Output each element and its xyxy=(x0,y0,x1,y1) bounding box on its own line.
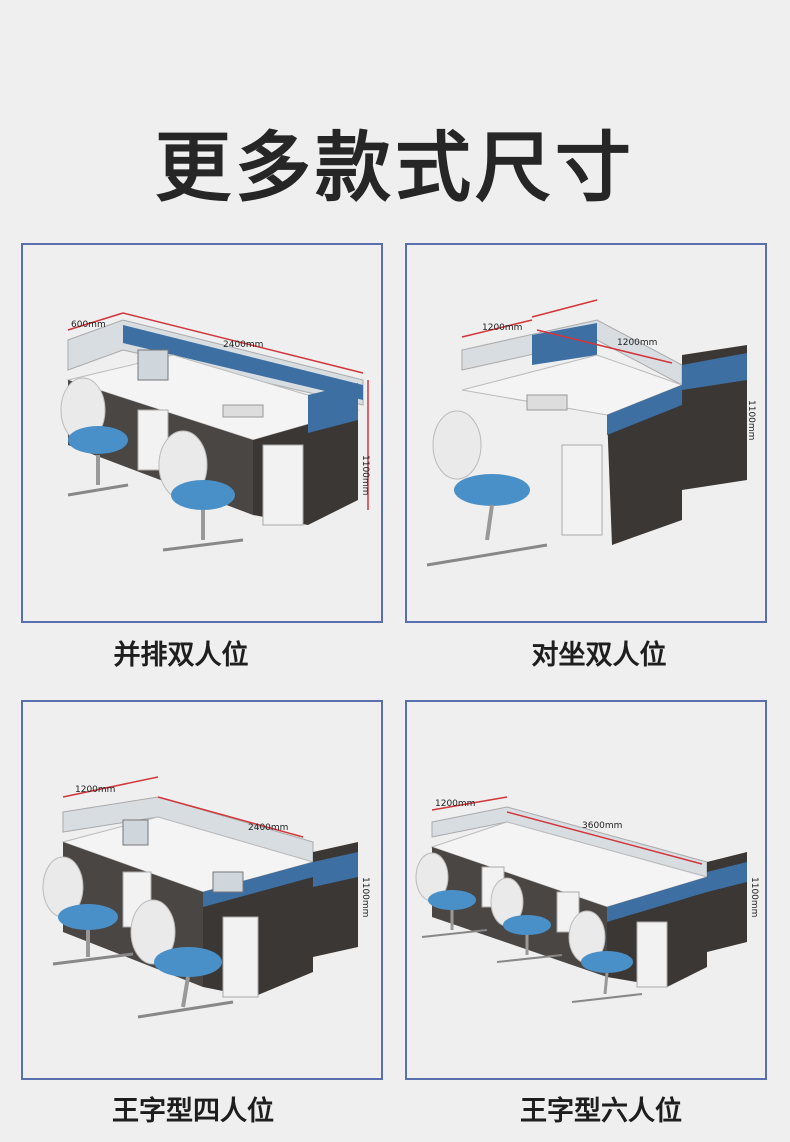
dim-depth: 1200mm xyxy=(482,323,522,333)
dim-width: 2400mm xyxy=(248,823,288,833)
dim-width: 2400mm xyxy=(223,340,263,350)
dim-height: 1100mm xyxy=(360,877,370,917)
workstation-illustration: 600mm 2400mm 1100mm xyxy=(60,312,370,552)
product-label: 对坐双人位 xyxy=(531,640,667,671)
product-card-wang-six[interactable]: 1200mm 3600mm 1100mm xyxy=(405,700,767,1080)
dim-height: 1100mm xyxy=(360,455,370,495)
workstation-illustration: 1200mm 3600mm 1100mm xyxy=(415,796,759,1003)
dim-depth: 600mm xyxy=(71,320,106,330)
dim-height: 1100mm xyxy=(749,877,759,917)
page-title: 更多款式尺寸 xyxy=(155,123,635,212)
product-card-wang-four[interactable]: 1200mm 2400mm 1100mm xyxy=(21,700,383,1080)
product-card-side-by-side-double[interactable]: 600mm 2400mm 1100mm xyxy=(21,243,383,623)
workstation-illustration: 1200mm 1200mm 1100mm xyxy=(426,299,756,567)
product-label: 王字型六人位 xyxy=(520,1096,682,1127)
dim-width: 1200mm xyxy=(617,338,657,348)
product-label: 并排双人位 xyxy=(113,640,249,671)
workstation-illustration: 1200mm 2400mm 1100mm xyxy=(42,776,370,1019)
product-card-face-to-face-double[interactable]: 1200mm 1200mm 1100mm xyxy=(405,243,767,623)
dim-height: 1100mm xyxy=(746,400,756,440)
product-label: 王字型四人位 xyxy=(112,1096,274,1127)
dim-width: 3600mm xyxy=(582,821,622,831)
dim-depth: 1200mm xyxy=(75,785,115,795)
dim-depth: 1200mm xyxy=(435,799,475,809)
